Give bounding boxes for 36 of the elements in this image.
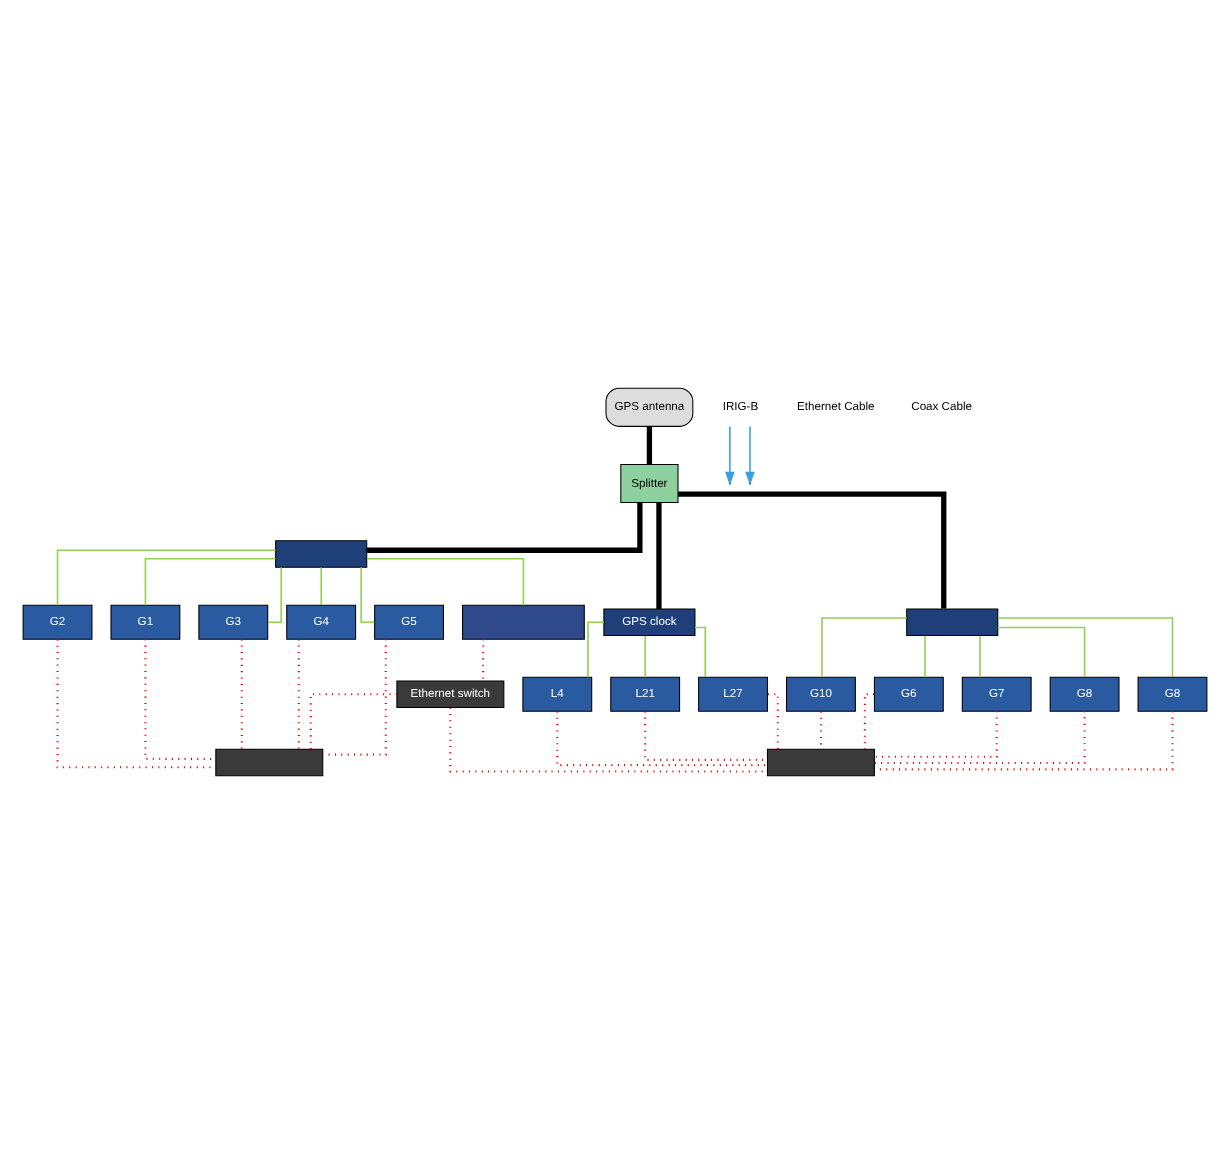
connector bbox=[144, 639, 216, 760]
connector bbox=[323, 639, 387, 756]
connector bbox=[587, 621, 605, 678]
connector bbox=[997, 626, 1086, 678]
connector bbox=[644, 635, 646, 678]
connector bbox=[924, 635, 926, 678]
connector bbox=[56, 549, 277, 606]
connector bbox=[366, 557, 525, 606]
connector bbox=[821, 617, 908, 678]
connector bbox=[646, 426, 653, 465]
connector bbox=[144, 557, 277, 606]
connector bbox=[997, 617, 1174, 678]
connector bbox=[874, 711, 998, 758]
connector bbox=[360, 566, 376, 624]
node-box bbox=[906, 608, 999, 636]
connector bbox=[267, 566, 282, 624]
node-box bbox=[462, 604, 585, 640]
connector bbox=[240, 639, 243, 749]
node-box bbox=[766, 748, 875, 777]
connector bbox=[874, 711, 1086, 765]
node-box bbox=[215, 748, 324, 777]
connector bbox=[656, 502, 662, 609]
connector bbox=[309, 693, 397, 750]
connector bbox=[979, 635, 981, 678]
connector bbox=[482, 639, 485, 681]
connector bbox=[874, 711, 1174, 771]
connector bbox=[366, 502, 643, 553]
connector bbox=[297, 639, 300, 749]
connector bbox=[644, 711, 768, 761]
connector bbox=[56, 639, 216, 769]
connector bbox=[449, 707, 768, 773]
connector bbox=[678, 491, 947, 609]
node-box bbox=[275, 540, 368, 568]
connector bbox=[556, 711, 768, 767]
connector bbox=[320, 566, 322, 606]
connector bbox=[694, 626, 707, 678]
